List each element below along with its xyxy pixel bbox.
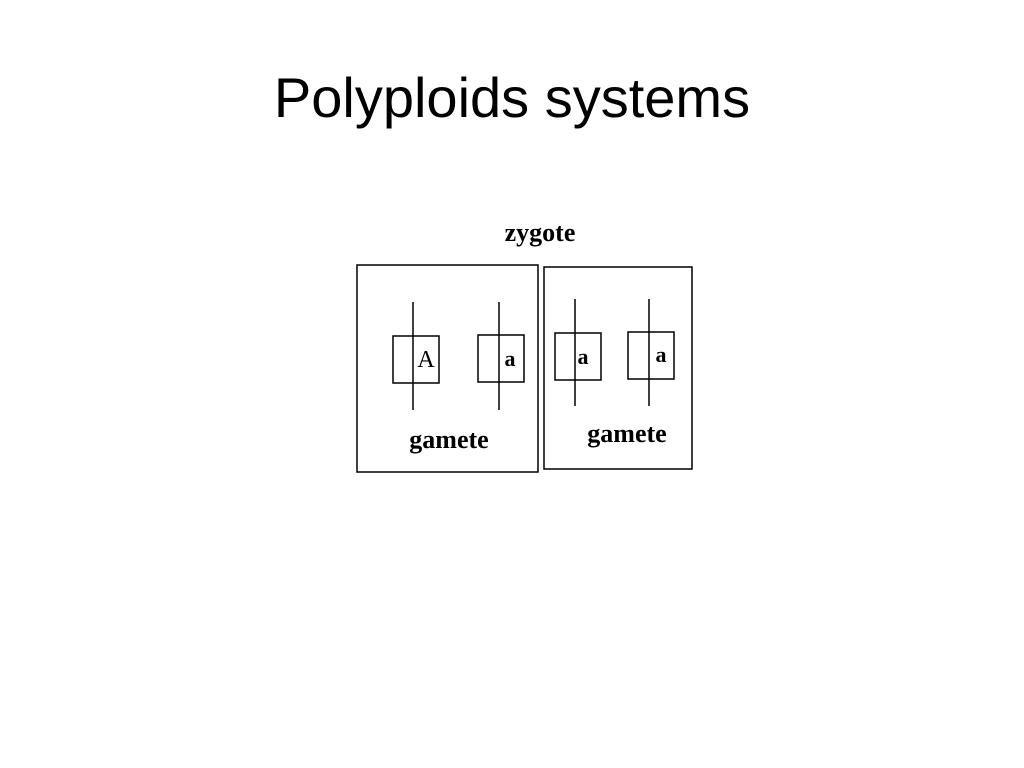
chromosome-right-1: a (554, 299, 602, 406)
chromosome-left-2: a (477, 302, 525, 410)
allele-box (627, 331, 675, 380)
allele-label: A (417, 347, 435, 373)
gamete-left-label: gamete (409, 425, 488, 454)
slide-title: Polyploids systems (273, 66, 751, 129)
zygote-label: zygote (505, 218, 576, 247)
allele-label: a (578, 344, 589, 369)
gamete-left: A a gamete (356, 264, 539, 473)
allele-label: a (505, 346, 516, 371)
allele-box (477, 334, 525, 383)
gamete-right: a a gamete (543, 266, 693, 470)
gamete-left-box (356, 264, 539, 473)
allele-box (554, 332, 602, 381)
allele-box (392, 335, 440, 384)
gamete-right-label: gamete (587, 419, 666, 448)
allele-label: a (656, 342, 667, 367)
chromosome-right-2: a (627, 299, 675, 406)
chromosome-left-1: A (392, 302, 440, 410)
gamete-right-box (543, 266, 693, 470)
